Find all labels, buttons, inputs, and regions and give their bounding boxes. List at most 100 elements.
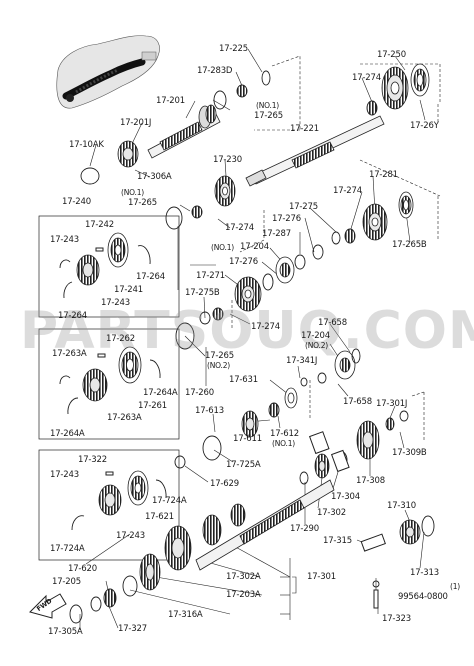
gear-17-242 <box>76 254 100 286</box>
label-17-225: 17-225 <box>219 44 248 54</box>
label-17-611: 17-611 <box>233 434 262 444</box>
label-17-260: 17-260 <box>185 388 214 398</box>
label-no1-b: (NO.1) <box>121 188 145 197</box>
label-17-621: 17-621 <box>145 512 174 522</box>
label-17-243-a: 17-243 <box>50 235 79 245</box>
label-17-308: 17-308 <box>356 476 385 486</box>
gear-17-203A <box>139 553 161 591</box>
label-17-274-a: 17-274 <box>352 73 381 83</box>
label-17-724A-b: 17-724A <box>50 544 85 554</box>
label-17-309B: 17-309B <box>392 448 427 458</box>
gear-17-230 <box>214 175 236 207</box>
label-17-323: 17-323 <box>382 614 411 624</box>
label-17-305A: 17-305A <box>48 627 83 637</box>
label-17-201: 17-201 <box>156 96 185 106</box>
label-17-658-a: 17-658 <box>318 318 347 328</box>
input-shaft <box>147 104 221 159</box>
label-17-264-b: 17-264 <box>58 311 87 321</box>
label-17-265-b: 17-265 <box>128 198 157 208</box>
label-17-201J: 17-201J <box>120 118 152 128</box>
label-17-263A-b: 17-263A <box>107 413 142 423</box>
label-17-241: 17-241 <box>114 285 143 295</box>
label-17-265-a: 17-265 <box>254 111 283 121</box>
label-17-243-d: 17-243 <box>116 531 145 541</box>
group-boxes <box>38 215 180 561</box>
label-17-283D: 17-283D <box>197 66 233 76</box>
gear-17-302 <box>314 453 330 479</box>
label-17-265B: 17-265B <box>392 240 427 250</box>
label-17-301J: 17-301J <box>376 399 408 409</box>
label-17-658-b: 17-658 <box>343 397 372 407</box>
label-17-263A-a: 17-263A <box>52 349 87 359</box>
label-17-271: 17-271 <box>196 271 225 281</box>
gear-17-611 <box>241 410 259 438</box>
label-17-274-c: 17-274 <box>225 223 254 233</box>
gear-17-271 <box>234 276 262 312</box>
label-17-631: 17-631 <box>229 375 258 385</box>
label-17-316A: 17-316A <box>168 610 203 620</box>
label-17-230: 17-230 <box>213 155 242 165</box>
label-17-243-c: 17-243 <box>50 470 79 480</box>
label-17-261: 17-261 <box>138 401 167 411</box>
label-no1-c: (NO.1) <box>211 243 235 252</box>
label-17-203A: 17-203A <box>226 590 261 600</box>
label-17-724A-a: 17-724A <box>152 496 187 506</box>
label-17-301: 17-301 <box>307 572 336 582</box>
label-17-274-b: 17-274 <box>333 186 362 196</box>
label-17-26Y: 17-26Y <box>410 121 439 131</box>
label-99564-0800: 99564-0800 <box>398 592 448 602</box>
label-17-725A: 17-725A <box>226 460 261 470</box>
label-17-313: 17-313 <box>410 568 439 578</box>
gear-17-241 <box>107 232 129 268</box>
watermark: PARTSOUQ.COM <box>20 301 474 361</box>
label-17-242: 17-242 <box>85 220 114 230</box>
label-17-322: 17-322 <box>78 455 107 465</box>
gear-17-724A <box>127 470 149 506</box>
label-17-205: 17-205 <box>52 577 81 587</box>
label-17-264A-b: 17-264A <box>50 429 85 439</box>
label-17-306A: 17-306A <box>137 172 172 182</box>
label-17-276-a: 17-276 <box>272 214 301 224</box>
label-17-613: 17-613 <box>195 406 224 416</box>
label-17-274-d: 17-274 <box>251 322 280 332</box>
label-17-302A: 17-302A <box>226 572 261 582</box>
label-17-262: 17-262 <box>106 334 135 344</box>
gears <box>76 63 430 591</box>
label-17-243-b: 17-243 <box>101 298 130 308</box>
label-17-629: 17-629 <box>210 479 239 489</box>
gear-17-260 <box>118 346 142 384</box>
gear-17-201J <box>117 140 139 168</box>
label-17-275B: 17-275B <box>185 288 220 298</box>
bearing-17-204b <box>334 350 356 380</box>
label-17-250: 17-250 <box>377 50 406 60</box>
label-no1-d: (NO.1) <box>272 439 296 448</box>
gear-17-301 <box>202 503 246 546</box>
gear-17-265B <box>398 191 414 219</box>
label-17-281: 17-281 <box>369 170 398 180</box>
label-17-265-c: 17-265 <box>205 351 234 361</box>
label-17-327: 17-327 <box>118 624 147 634</box>
gear-17-621 <box>98 484 122 516</box>
counter-shaft <box>195 479 335 571</box>
rings-and-washers <box>59 70 435 624</box>
gear-17-308 <box>356 420 380 460</box>
label-17-310: 17-310 <box>387 501 416 511</box>
bearing-17-204 <box>275 256 295 284</box>
label-no2-a: (NO.2) <box>305 341 329 350</box>
label-17-275: 17-275 <box>289 202 318 212</box>
label-no2-b: (NO.2) <box>207 361 231 370</box>
label-17-302: 17-302 <box>317 508 346 518</box>
bearing-17-631 <box>284 387 298 409</box>
label-17-290: 17-290 <box>290 524 319 534</box>
label-17-276-b: 17-276 <box>229 257 258 267</box>
label-17-10AK: 17-10AK <box>69 140 104 150</box>
gear-17-261 <box>82 368 108 402</box>
label-17-341J: 17-341J <box>286 356 318 366</box>
label-note-1: (1) <box>450 582 461 591</box>
label-17-287: 17-287 <box>262 229 291 239</box>
gear-17-26Y <box>410 63 430 97</box>
label-17-264-a: 17-264 <box>136 272 165 282</box>
gear-17-302A <box>164 525 192 571</box>
label-17-304: 17-304 <box>331 492 360 502</box>
